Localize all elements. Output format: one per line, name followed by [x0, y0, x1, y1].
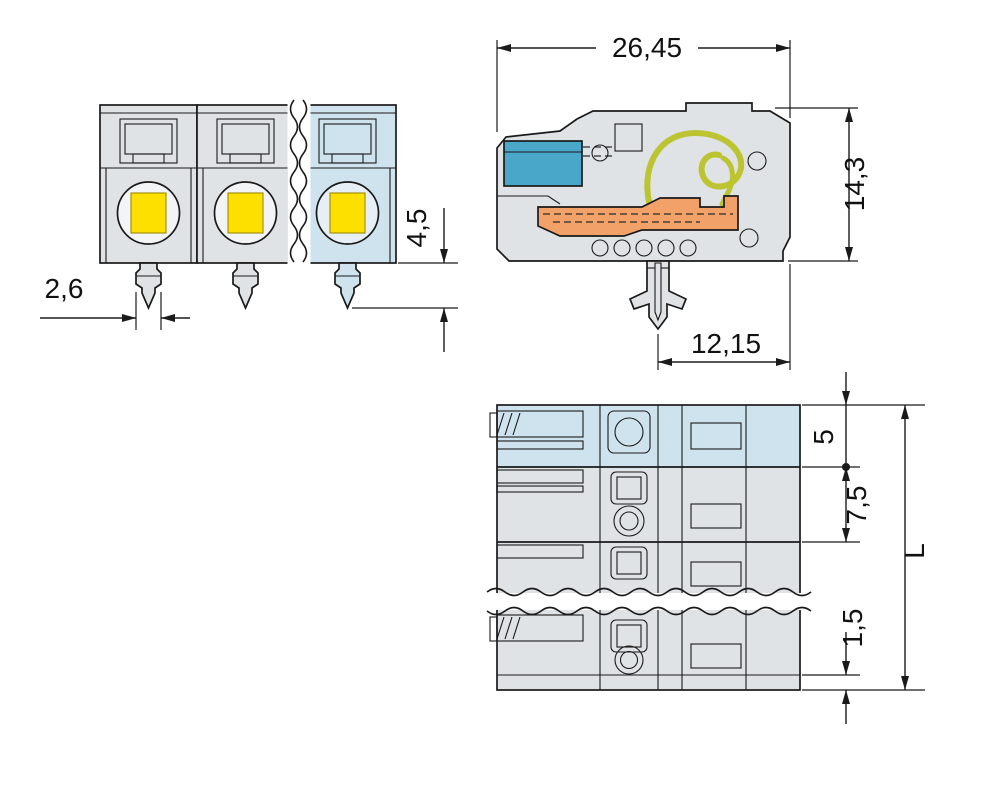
coding-marker — [690, 643, 742, 669]
dim-pin-width-label: 2,6 — [45, 273, 84, 304]
front-break — [287, 99, 311, 269]
locking-latch — [496, 614, 584, 642]
cage-clamp-block — [503, 140, 583, 187]
side-section-view: 26,45 14,3 12,15 — [496, 32, 870, 370]
dim-overall-height: 14,3 — [775, 107, 870, 262]
locking-latch — [496, 544, 584, 559]
dim-overall-width: 26,45 — [496, 32, 791, 132]
snap-in-foot — [628, 260, 688, 331]
top-view: 5 7,5 1,5 L — [486, 372, 930, 724]
pole-row-1 — [489, 410, 742, 454]
dim-pin-length-label: 4,5 — [401, 209, 432, 248]
busbar — [537, 195, 739, 237]
coding-marker — [690, 503, 742, 529]
dim-pole-pitch-label: 7,5 — [841, 486, 872, 525]
dim-foot-to-edge-label: 12,15 — [691, 328, 761, 359]
front-view: 2,6 4,5 — [40, 99, 458, 352]
coding-marker — [690, 422, 742, 450]
latch-circle-bottom — [739, 228, 759, 248]
dim-first-pole-offset-label: 5 — [808, 429, 839, 445]
dim-end-clearance: 1,5 — [837, 609, 868, 724]
top-break — [486, 587, 816, 616]
solder-pin-row — [591, 239, 697, 257]
pole-highlighted — [298, 104, 397, 309]
dim-end-clearance-label: 1,5 — [837, 609, 868, 648]
coding-marker — [690, 561, 742, 587]
dim-overall-height-label: 14,3 — [839, 157, 870, 212]
actuation-square — [614, 123, 643, 152]
dim-pole-pitch: 7,5 — [841, 467, 872, 542]
dim-pin-length: 4,5 — [352, 208, 458, 352]
pole-row-2 — [496, 469, 742, 537]
dim-pin-width: 2,6 — [40, 273, 190, 330]
dim-total-length-label: L — [899, 543, 930, 559]
clamp-opening — [614, 645, 644, 675]
latch-circle-top — [747, 151, 767, 171]
locking-latch — [496, 410, 584, 438]
dim-overall-width-label: 26,45 — [612, 32, 682, 63]
pole-row-4 — [489, 614, 742, 675]
locking-latch — [496, 469, 584, 484]
screw-opening — [610, 471, 648, 505]
dim-first-pole-offset: 5 — [808, 372, 850, 471]
pole-row-3 — [496, 544, 742, 587]
screw-opening — [610, 546, 648, 580]
pivot-circle — [591, 144, 609, 162]
clamp-opening — [613, 505, 645, 537]
dim-foot-to-edge: 12,15 — [657, 264, 791, 370]
screw-opening — [607, 410, 651, 454]
pole-2 — [196, 104, 295, 309]
pole-1 — [99, 104, 198, 309]
dim-total-length: L — [899, 405, 930, 690]
